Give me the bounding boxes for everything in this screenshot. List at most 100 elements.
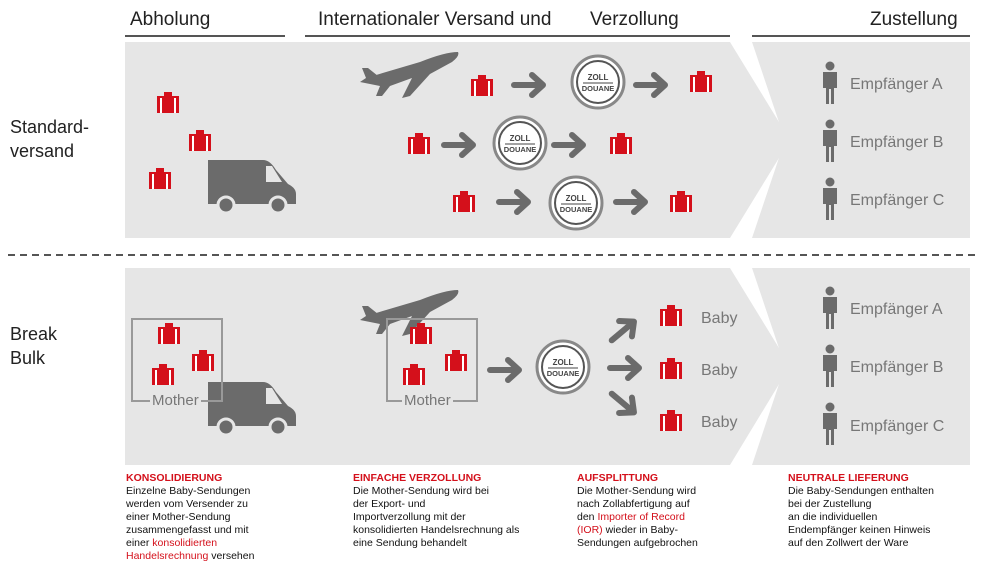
- arrow-icon: [613, 189, 648, 215]
- gift-icon: [157, 92, 179, 113]
- airplane-icon: [360, 290, 459, 336]
- header-pickup: Abholung: [130, 9, 211, 30]
- person-icon: [823, 119, 837, 162]
- description-title: AUFSPLITTUNG: [577, 472, 659, 484]
- description-line: zusammengefasst und mit: [126, 524, 249, 536]
- gift-icon: [192, 350, 214, 371]
- gift-icon: [660, 305, 682, 326]
- band-delivery-breakbulk: [752, 268, 970, 465]
- highlight-text: Importer of Record: [597, 511, 685, 523]
- arrow-icon: [608, 318, 637, 344]
- recipient-label: Empfänger A: [850, 301, 943, 318]
- gift-icon: [189, 130, 211, 151]
- recipient-label: Empfänger B: [850, 134, 944, 151]
- mother-label: Mother: [402, 392, 453, 409]
- description-line: Sendungen aufgebrochen: [577, 537, 698, 549]
- text: den: [577, 511, 598, 523]
- person-icon: [823, 344, 837, 387]
- svg-text:DOUANE: DOUANE: [504, 145, 537, 154]
- gift-icon: [158, 323, 180, 344]
- gift-icon: [403, 364, 425, 385]
- band-pickup-standard: [125, 42, 357, 238]
- arrow-icon: [441, 132, 476, 158]
- header-customs: Verzollung: [590, 9, 679, 30]
- description-line: (IOR) wieder in Baby-: [577, 524, 698, 537]
- description-line: Einzelne Baby-Sendungen: [126, 485, 251, 497]
- arrow-icon: [487, 357, 522, 383]
- gift-icon: [471, 75, 493, 96]
- band-pickup-breakbulk: [125, 268, 357, 465]
- header-delivery: Zustellung: [870, 9, 958, 30]
- gift-icon: [445, 350, 467, 371]
- customs-stamp-icon: ZOLL DOUANE: [492, 115, 548, 171]
- svg-text:DOUANE: DOUANE: [547, 369, 580, 378]
- description-line: Handelsrechnung versehen: [126, 550, 254, 563]
- description-line: einer Mother-Sendung: [126, 511, 231, 523]
- text: einer: [126, 537, 153, 549]
- svg-text:DOUANE: DOUANE: [560, 205, 593, 214]
- svg-text:ZOLL: ZOLL: [553, 358, 574, 367]
- description-title: EINFACHE VERZOLLUNG: [353, 472, 482, 484]
- gift-icon: [453, 191, 475, 212]
- gift-icon: [660, 358, 682, 379]
- gift-icon: [152, 364, 174, 385]
- row-label-line: Break: [10, 324, 58, 344]
- description-line: einer konsolidierten: [126, 537, 254, 550]
- arrow-icon: [551, 132, 586, 158]
- description-line: Die Mother-Sendung wird: [577, 485, 697, 497]
- description-line: Die Baby-Sendungen enthalten: [788, 485, 934, 497]
- highlight-text: konsolidierten: [152, 537, 218, 549]
- gift-icon: [670, 191, 692, 212]
- description-line: bei der Zustellung: [788, 498, 872, 510]
- svg-text:ZOLL: ZOLL: [566, 194, 587, 203]
- text: versehen: [208, 550, 255, 562]
- gift-icon: [610, 133, 632, 154]
- arrow-icon: [607, 355, 642, 381]
- mother-box: [386, 318, 478, 402]
- header-underline: [125, 35, 285, 37]
- description-simple-customs: EINFACHE VERZOLLUNG Die Mother-Sendung w…: [353, 472, 519, 550]
- band-intl-standard: [305, 42, 790, 238]
- description-line: werden vom Versender zu: [126, 498, 248, 510]
- description-line: an die individuellen: [788, 511, 878, 523]
- header-underline: [752, 35, 970, 37]
- row-label-line: Bulk: [10, 348, 46, 368]
- baby-label: Baby: [701, 414, 738, 431]
- header-underline: [305, 35, 730, 37]
- arrow-icon: [633, 72, 668, 98]
- description-line: konsolidierten Handelsrechnung als: [353, 524, 520, 536]
- baby-label: Baby: [701, 310, 738, 327]
- svg-text:ZOLL: ZOLL: [510, 134, 531, 143]
- highlight-text: Handelsrechnung: [126, 550, 209, 562]
- row-label-standard: Standard- versand: [10, 115, 89, 163]
- customs-stamp-icon: ZOLL DOUANE: [535, 339, 591, 395]
- mother-box: [131, 318, 223, 402]
- description-splitting: AUFSPLITTUNG Die Mother-Sendung wird nac…: [577, 472, 698, 550]
- description-line: Die Mother-Sendung wird bei: [353, 485, 489, 497]
- description-title: KONSOLIDIERUNG: [126, 472, 223, 484]
- baby-label: Baby: [701, 362, 738, 379]
- description-line: Importverzollung mit der: [353, 511, 466, 523]
- person-icon: [823, 286, 837, 329]
- person-icon: [823, 177, 837, 220]
- van-icon: [208, 382, 296, 437]
- svg-text:ZOLL: ZOLL: [588, 73, 609, 82]
- arrow-icon: [608, 390, 637, 416]
- customs-stamp-icon: ZOLL DOUANE: [548, 175, 604, 231]
- header-intl: Internationaler Versand und: [318, 9, 552, 30]
- description-line: auf den Zollwert der Ware: [788, 537, 909, 549]
- mother-label: Mother: [150, 392, 201, 409]
- recipient-label: Empfänger C: [850, 418, 945, 435]
- gift-icon: [149, 168, 171, 189]
- customs-stamp-icon: ZOLL DOUANE: [570, 54, 626, 110]
- person-icon: [823, 61, 837, 104]
- description-neutral-delivery: NEUTRALE LIEFERUNG Die Baby-Sendungen en…: [788, 472, 934, 550]
- description-title: NEUTRALE LIEFERUNG: [788, 472, 909, 484]
- recipient-label: Empfänger C: [850, 192, 945, 209]
- description-consolidation: KONSOLIDIERUNG Einzelne Baby-Sendungen w…: [126, 472, 254, 563]
- van-icon: [208, 160, 296, 215]
- row-label-line: versand: [10, 141, 75, 161]
- svg-text:DOUANE: DOUANE: [582, 84, 615, 93]
- gift-icon: [408, 133, 430, 154]
